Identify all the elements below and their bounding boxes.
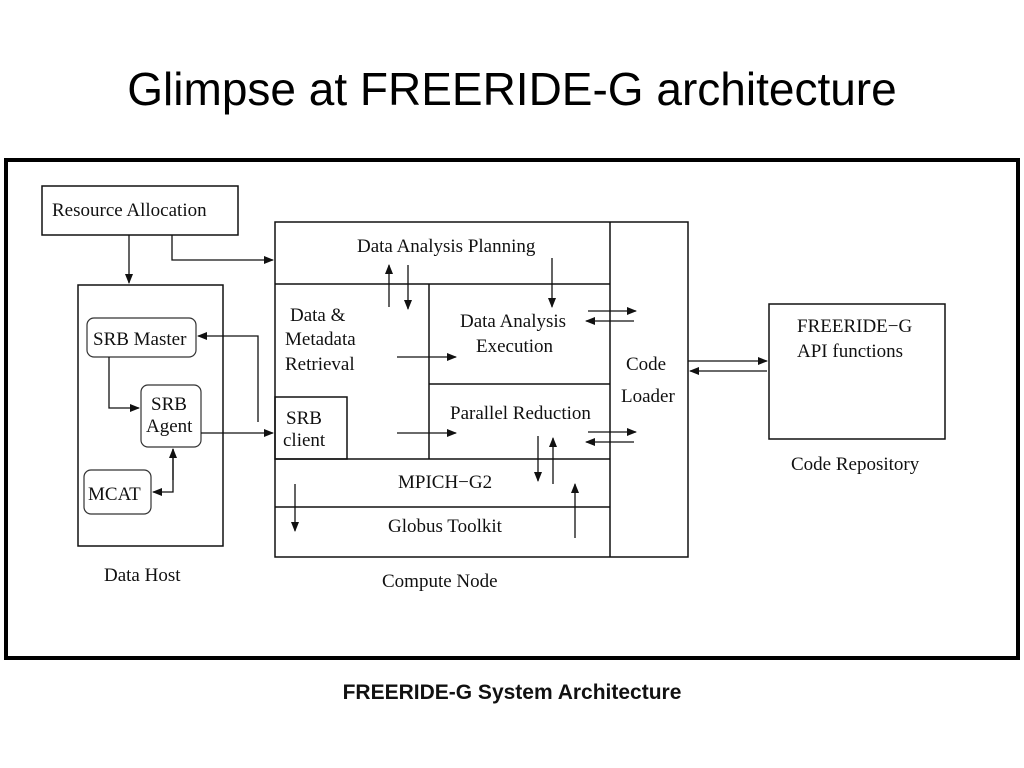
retrieval-label-line2: Metadata bbox=[285, 329, 356, 350]
execution-label-line1: Data Analysis bbox=[460, 311, 566, 332]
srb-master-label: SRB Master bbox=[93, 329, 187, 350]
slide-title: Glimpse at FREERIDE-G architecture bbox=[127, 63, 897, 115]
code-loader-label-line2: Loader bbox=[621, 386, 675, 407]
srb-agent-box bbox=[140, 384, 202, 448]
api-label-line1: FREERIDE−G bbox=[797, 316, 912, 337]
srb-client-label-line1: SRB bbox=[286, 408, 322, 429]
compute-node-box bbox=[274, 221, 689, 558]
api-functions-box bbox=[768, 303, 946, 440]
figure-frame bbox=[4, 158, 1020, 660]
code-loader-label-line1: Code bbox=[626, 354, 666, 375]
arrow-master-to-agent bbox=[108, 357, 140, 412]
figure-caption: FREERIDE-G System Architecture bbox=[342, 681, 682, 704]
resource-allocation-label: Resource Allocation bbox=[52, 200, 207, 221]
retrieval-label-line3: Retrieval bbox=[285, 354, 355, 375]
mcat-box bbox=[83, 469, 152, 515]
compute-node-label: Compute Node bbox=[382, 571, 498, 592]
execution-label-line2: Execution bbox=[476, 336, 554, 357]
connector-arrows bbox=[108, 235, 768, 538]
api-label-line2: API functions bbox=[797, 341, 903, 362]
srb-master-box bbox=[86, 317, 197, 358]
srb-client-label-line2: client bbox=[283, 430, 326, 451]
arrow-client-to-master bbox=[197, 332, 259, 422]
data-host-label: Data Host bbox=[104, 565, 181, 586]
arrow-ra-to-planning bbox=[171, 235, 274, 264]
planning-label: Data Analysis Planning bbox=[357, 236, 536, 257]
srb-client-box bbox=[274, 396, 348, 460]
mpich-label: MPICH−G2 bbox=[398, 472, 492, 493]
retrieval-label-line1: Data & bbox=[290, 305, 346, 326]
parallel-reduction-label: Parallel Reduction bbox=[450, 403, 591, 424]
srb-agent-label-line1: SRB bbox=[151, 394, 187, 415]
resource-allocation-box bbox=[41, 185, 239, 236]
srb-agent-label-line2: Agent bbox=[146, 416, 193, 437]
code-repository-label: Code Repository bbox=[791, 454, 920, 475]
globus-label: Globus Toolkit bbox=[388, 516, 503, 537]
mcat-label: MCAT bbox=[88, 484, 141, 505]
